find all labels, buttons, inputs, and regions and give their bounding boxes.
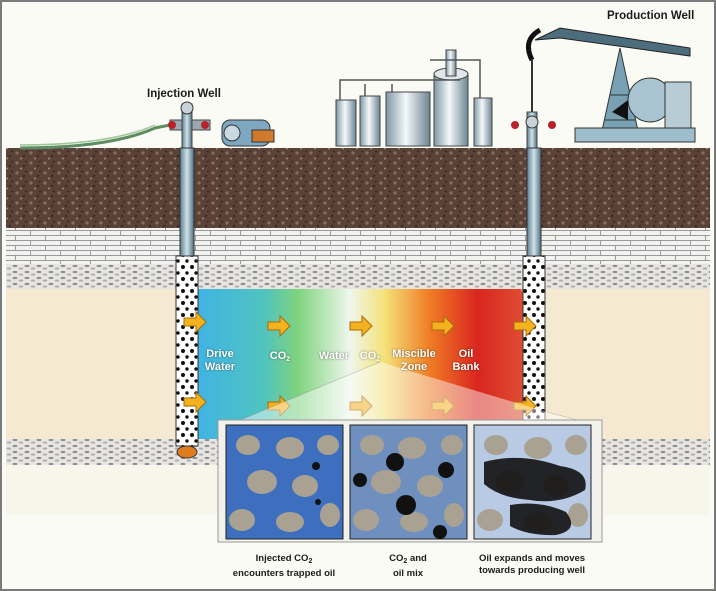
zone-co2-label-1: CO2	[269, 350, 291, 363]
micro-panel-2	[349, 424, 468, 540]
flow-arrow	[431, 314, 455, 338]
flow-arrow	[349, 394, 373, 418]
micro-panel-1	[225, 424, 344, 540]
flow-arrow	[513, 394, 537, 418]
zone-water-label: Water	[318, 350, 350, 362]
flow-arrow	[267, 394, 291, 418]
flow-arrow	[183, 390, 207, 414]
production-well-label: Production Well	[607, 10, 695, 22]
injection-well-label: Injection Well	[147, 88, 221, 100]
flow-arrow	[349, 314, 373, 338]
micro-panel-3	[473, 424, 592, 540]
flow-arrow	[183, 310, 207, 334]
flow-arrow	[431, 394, 455, 418]
flow-arrow	[267, 314, 291, 338]
flow-arrow	[513, 314, 537, 338]
zone-co2-label-2: CO2	[359, 350, 381, 363]
